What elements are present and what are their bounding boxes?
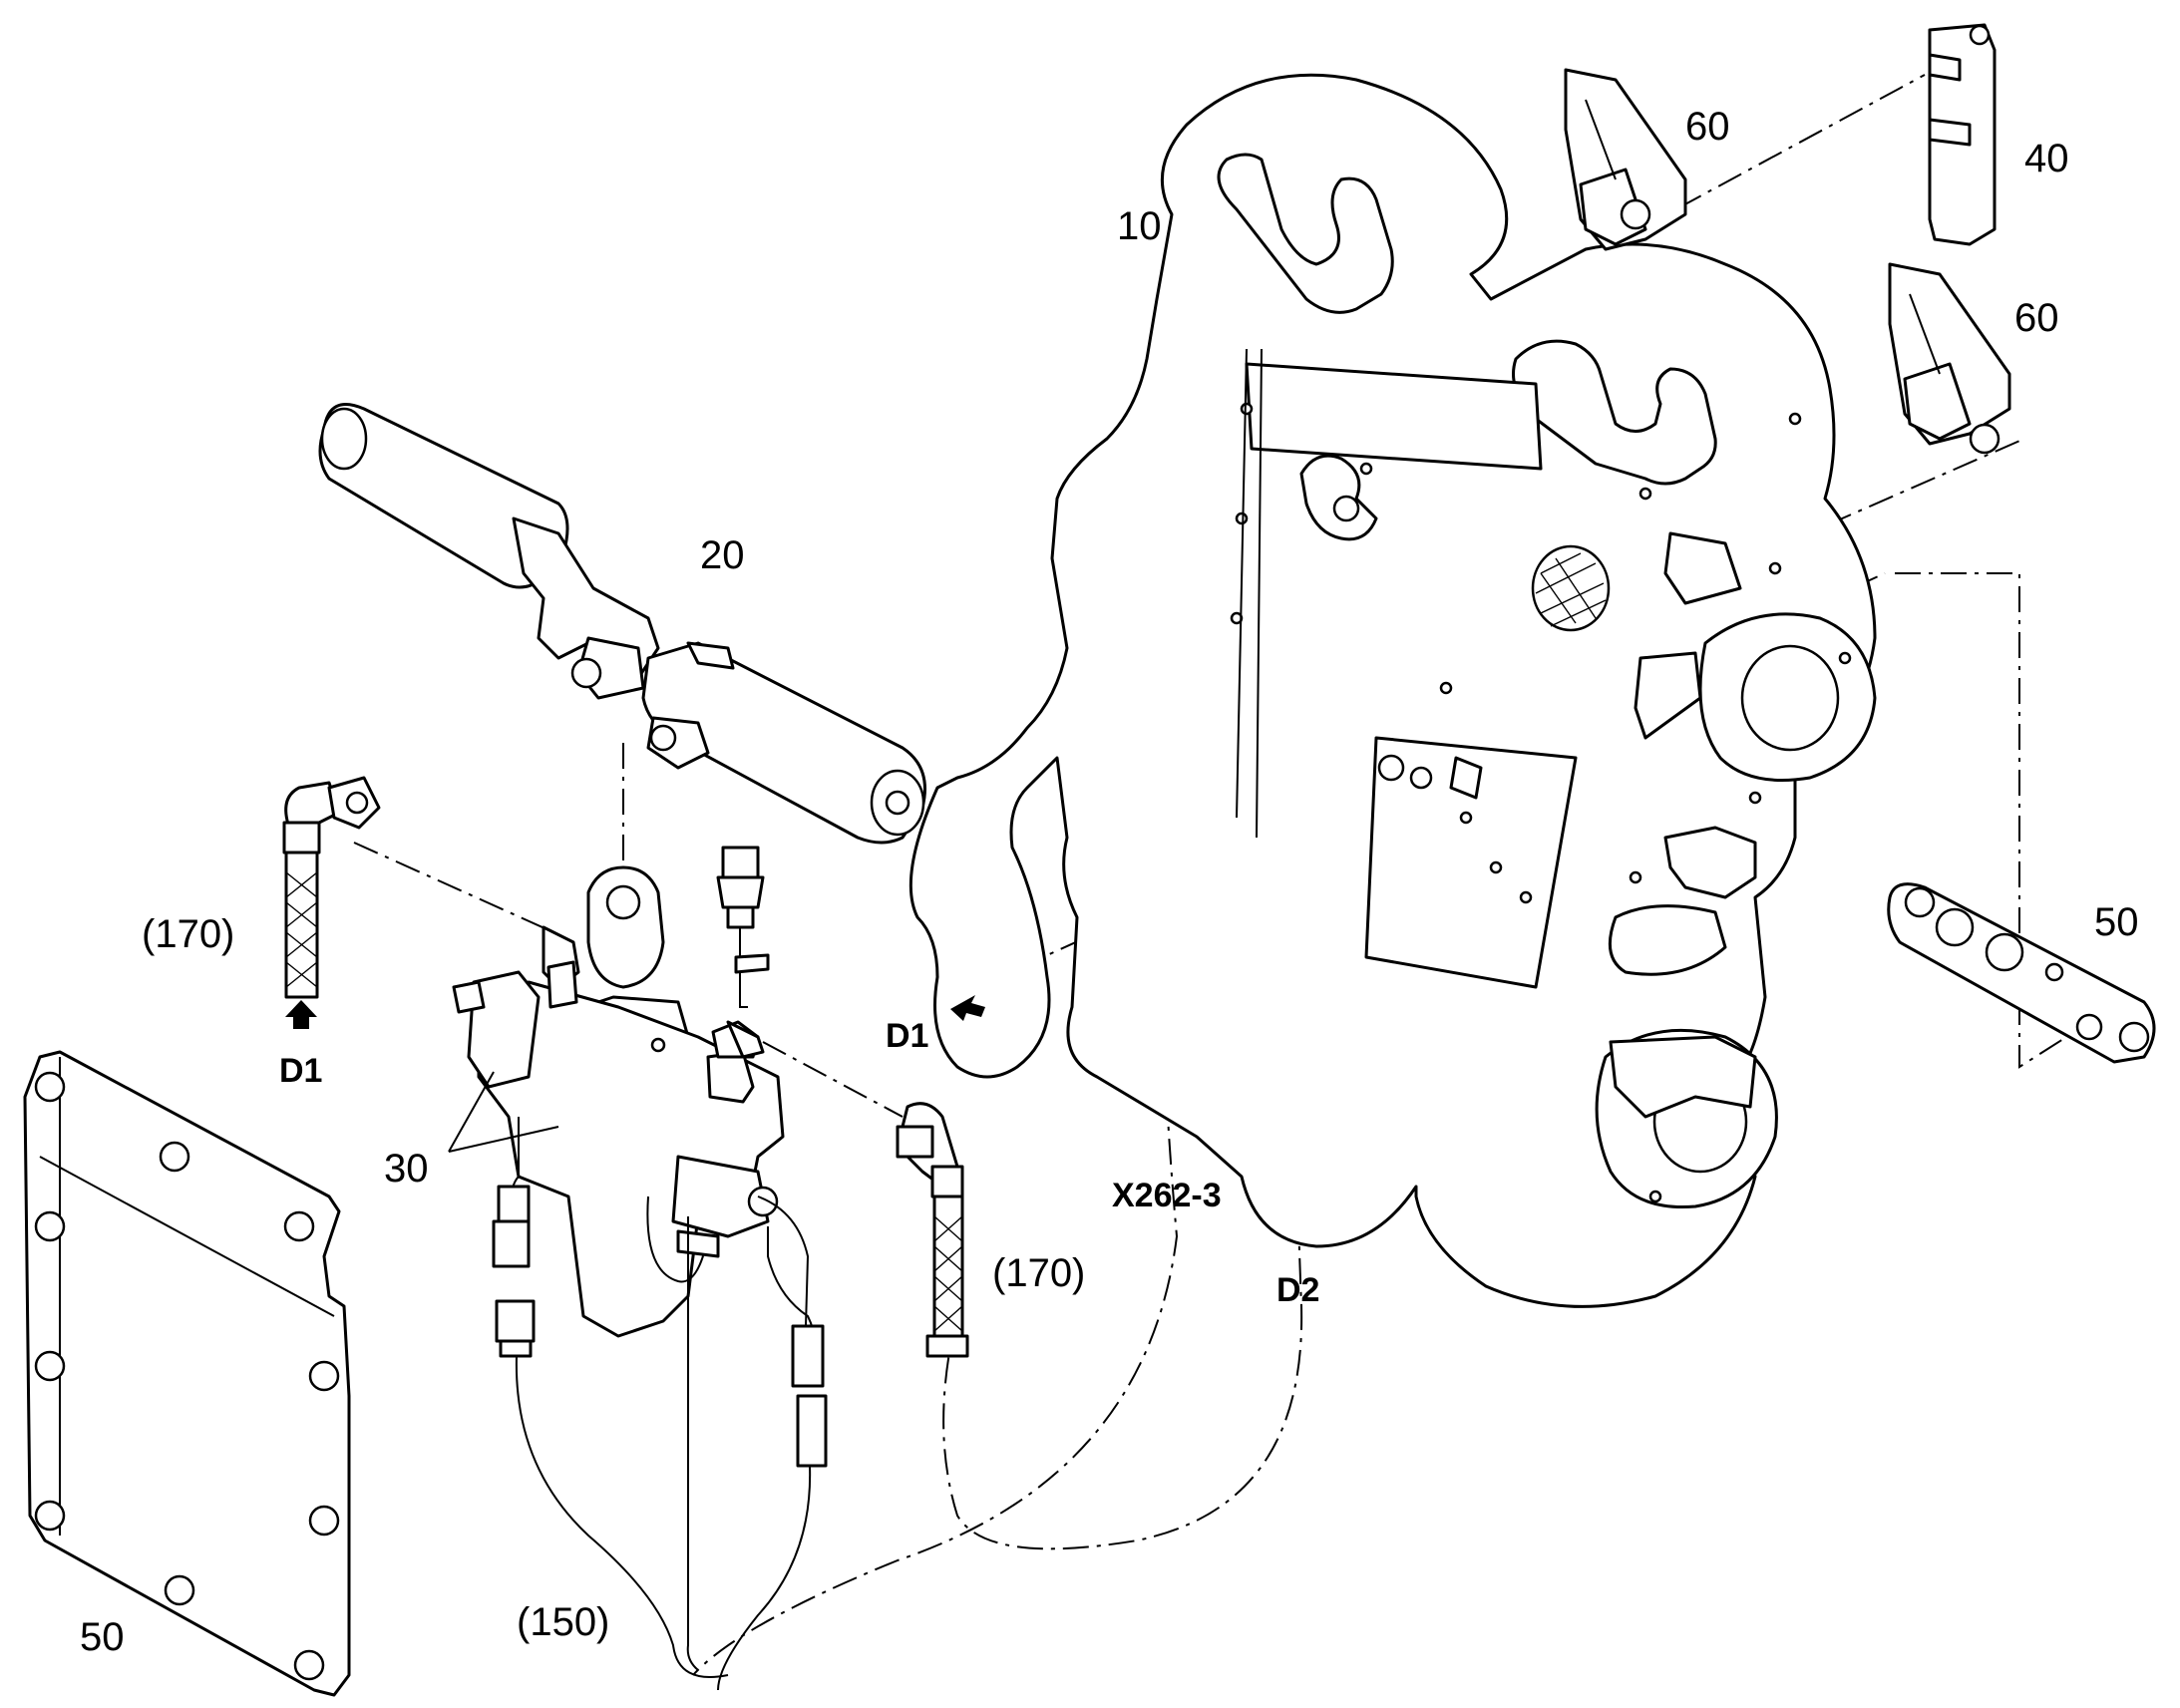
label-cylinder: 20 xyxy=(700,533,745,577)
label-frame: 10 xyxy=(1117,204,1162,248)
label-wedge-bottom: 60 xyxy=(2014,296,2059,340)
label-sensor-plate: 50 xyxy=(2094,900,2139,944)
pressure-sensor xyxy=(716,846,770,1008)
hydraulic-hose-left xyxy=(282,776,381,999)
label-valve: 30 xyxy=(384,1147,429,1191)
pivot-bore-upper xyxy=(1740,644,1840,752)
callout-lines-30 xyxy=(448,1071,559,1153)
label-hose-left: (170) xyxy=(142,912,234,956)
wiring-harness xyxy=(492,1117,828,1691)
lock-window xyxy=(1663,531,1742,605)
label-connector: X262-3 xyxy=(1112,1177,1222,1214)
sensor-plate-small xyxy=(1887,882,2156,1064)
label-wedge-top: 60 xyxy=(1685,105,1730,149)
locking-wedge-top xyxy=(1564,68,1687,251)
bracket xyxy=(1928,23,1997,246)
label-d1-frame: D1 xyxy=(886,1017,928,1055)
locking-wedge-bottom xyxy=(1888,262,2011,455)
main-frame xyxy=(908,73,1877,1308)
hydraulic-cylinder xyxy=(318,403,926,845)
cover-plate xyxy=(23,1050,351,1697)
label-hose-right: (170) xyxy=(992,1251,1085,1295)
grease-hatch xyxy=(1531,544,1611,632)
valve-block xyxy=(452,865,785,1338)
label-cover-plate: 50 xyxy=(80,1615,125,1659)
callout-labels: 10 20 30 40 50 50 60 60 (170) (170) (150… xyxy=(80,105,2139,1659)
label-bracket: 40 xyxy=(2024,137,2069,180)
label-d2: D2 xyxy=(1276,1271,1319,1309)
flow-arrow-d1-hose xyxy=(285,1000,317,1029)
flow-arrow-d1-frame xyxy=(950,995,985,1021)
label-d1-hose: D1 xyxy=(279,1052,322,1090)
label-cable: (150) xyxy=(517,1600,609,1644)
hydraulic-hose-right xyxy=(896,1102,969,1358)
